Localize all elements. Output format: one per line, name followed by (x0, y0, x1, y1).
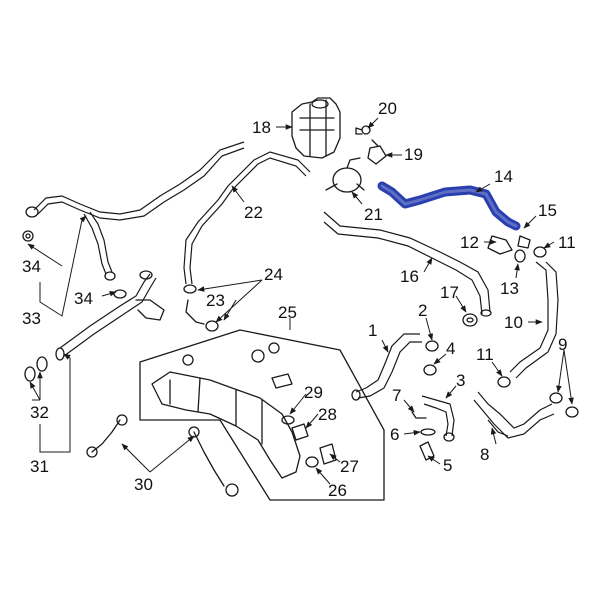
callout-24: 24 (264, 265, 283, 284)
callout-2: 2 (418, 301, 427, 320)
callout-8: 8 (480, 445, 489, 464)
callout-26: 26 (328, 481, 347, 500)
callout-33: 33 (22, 309, 41, 328)
callout-11-upper: 11 (558, 233, 576, 252)
callout-27: 27 (340, 457, 359, 476)
callout-18: 18 (252, 118, 271, 137)
o-ring-part-32 (24, 356, 48, 382)
hose-part-3 (421, 395, 455, 442)
clip-part-20 (355, 125, 371, 135)
expansion-tank (291, 97, 341, 159)
callout-22: 22 (244, 203, 263, 222)
callout-25: 25 (278, 303, 297, 322)
hose-part-1 (351, 333, 422, 401)
callout-32: 32 (30, 403, 49, 422)
callout-10: 10 (504, 313, 523, 332)
clamp-part-17 (462, 313, 478, 327)
pipe-part-10 (487, 235, 559, 379)
callout-3: 3 (456, 371, 465, 390)
hose-part-16 (323, 211, 492, 317)
leader-lines (27, 117, 574, 485)
callout-13: 13 (500, 279, 519, 298)
callout-34-upper: 34 (22, 257, 41, 276)
callout-19: 19 (404, 145, 423, 164)
highlighted-hose-part-14 (377, 181, 521, 231)
clamp-part-9-11 (497, 376, 579, 418)
callout-17: 17 (440, 283, 459, 302)
callout-9: 9 (558, 335, 567, 354)
callout-23: 23 (206, 291, 225, 310)
callout-12: 12 (460, 233, 479, 252)
callout-16: 16 (400, 267, 419, 286)
housing-group-part-25 (139, 329, 385, 501)
callout-15: 15 (538, 201, 557, 220)
callout-4: 4 (446, 339, 455, 358)
callout-labels: 1 2 3 4 5 6 7 8 9 10 11 11 12 13 14 15 1… (22, 99, 576, 500)
pipe-assembly-part-33 (25, 141, 245, 281)
valve-part-21 (325, 157, 365, 193)
callout-14: 14 (494, 167, 513, 186)
connector-part-19 (367, 139, 387, 165)
hose-part-8 (473, 391, 555, 439)
callout-29: 29 (304, 383, 323, 402)
callout-30: 30 (134, 475, 153, 494)
clamp-part-24 (183, 284, 219, 332)
callout-20: 20 (378, 99, 397, 118)
callout-11-lower: 11 (476, 345, 494, 364)
clamp-part-2-4 (423, 340, 439, 376)
callout-21: 21 (364, 205, 383, 224)
callout-7: 7 (392, 386, 401, 405)
pipe-part-31 (55, 270, 165, 361)
callout-28: 28 (318, 405, 337, 424)
fittings-part-5-7 (411, 411, 436, 461)
callout-5: 5 (443, 456, 452, 475)
callout-31: 31 (30, 457, 49, 476)
callout-6: 6 (390, 425, 399, 444)
pipe-part-22 (183, 151, 311, 285)
bracket-part-30 (86, 414, 239, 497)
callout-34-lower: 34 (74, 289, 93, 308)
callout-1: 1 (368, 321, 377, 340)
